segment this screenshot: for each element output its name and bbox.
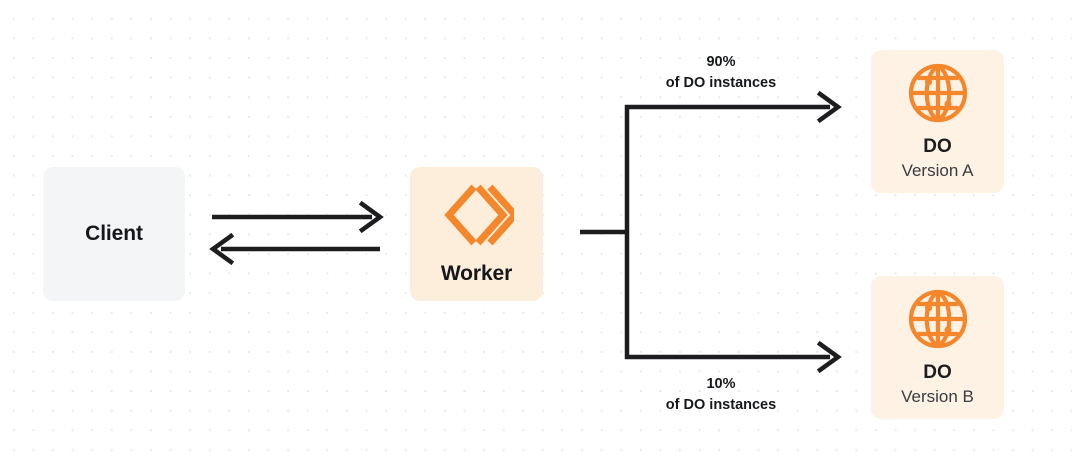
edge-label-percent: 90% xyxy=(706,54,736,70)
cloudflare-workers-icon xyxy=(440,182,520,248)
edge-label-caption: of DO instances xyxy=(665,75,777,92)
globe-icon xyxy=(907,62,969,124)
edge-label-percent: 10% xyxy=(706,376,736,392)
node-do-b-sublabel: Version B xyxy=(901,387,974,407)
edge-label-caption: of DO instances xyxy=(665,397,777,414)
edge-label-do-a: 90% of DO instances xyxy=(614,52,828,94)
node-do-b-label: DO xyxy=(923,362,952,384)
node-worker-label: Worker xyxy=(440,262,513,285)
node-client[interactable]: Client xyxy=(43,167,185,301)
node-do-version-b[interactable]: DO Version B xyxy=(871,276,1004,419)
globe-icon xyxy=(907,288,969,350)
edge-worker-to-do-a xyxy=(625,90,842,124)
edge-client-to-worker xyxy=(212,200,384,234)
edge-worker-split-bus xyxy=(580,105,630,359)
node-do-version-a[interactable]: DO Version A xyxy=(871,50,1004,193)
edge-worker-to-do-b xyxy=(625,340,842,374)
edge-label-do-b: 10% of DO instances xyxy=(614,374,828,416)
node-do-a-sublabel: Version A xyxy=(901,161,974,181)
edge-worker-to-client xyxy=(209,232,380,266)
node-client-label: Client xyxy=(85,222,143,245)
node-do-a-label: DO xyxy=(923,136,952,158)
node-worker[interactable]: Worker xyxy=(410,167,543,301)
